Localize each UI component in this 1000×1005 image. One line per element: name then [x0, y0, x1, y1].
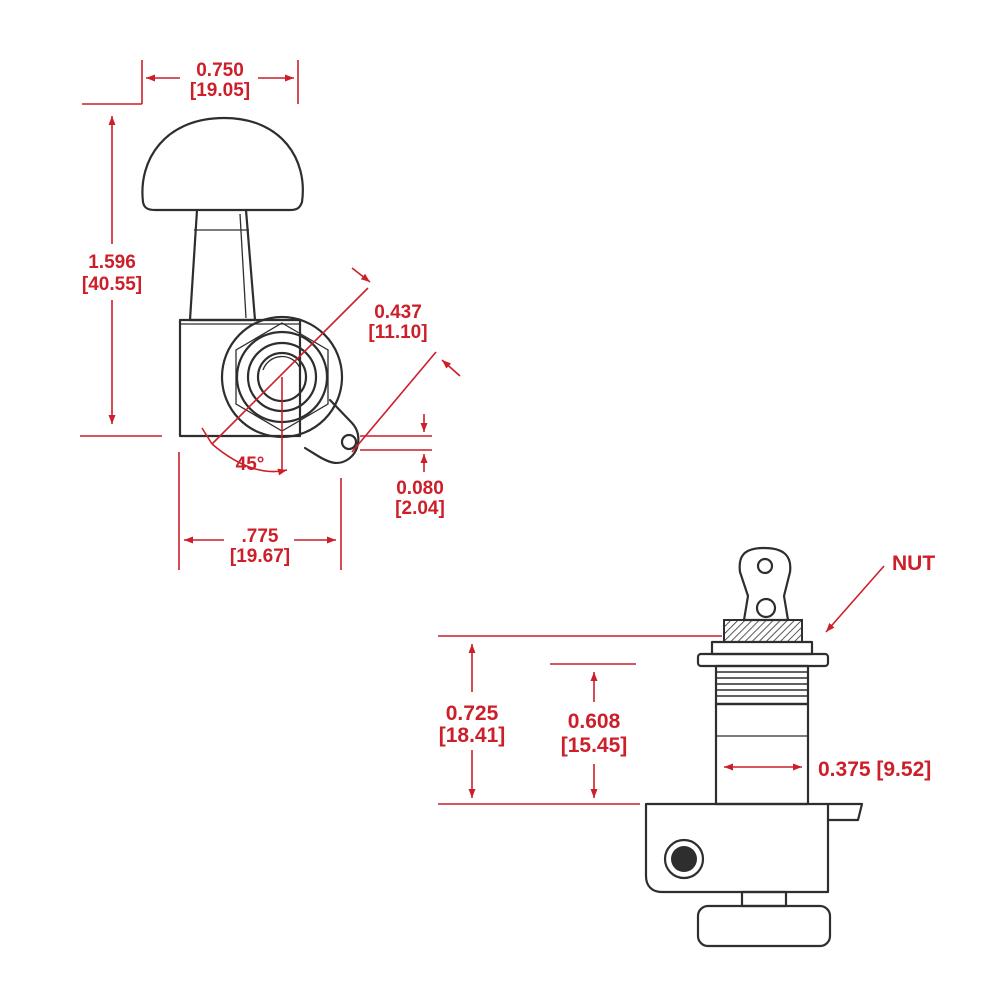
body-width-mm: [19.67] [230, 546, 290, 567]
nut-label: NUT [892, 552, 935, 575]
tuner-housing [178, 318, 302, 438]
washer [710, 640, 814, 656]
mounting-ear [303, 398, 360, 465]
front-button [696, 904, 832, 948]
gear-screw [671, 846, 697, 872]
total-height-mm: [18.41] [439, 724, 506, 747]
overall-height-inch: 1.596 [88, 252, 136, 273]
overall-height-mm: [40.55] [82, 274, 142, 295]
thread-height-mm: [15.45] [561, 734, 628, 757]
tuner-button [141, 116, 304, 212]
button-width-inch: 0.750 [196, 60, 244, 81]
bushing-diameter: 0.375 [9.52] [818, 758, 931, 781]
hatched-nut [723, 619, 803, 643]
front-housing [644, 802, 830, 894]
post-shank [714, 702, 810, 806]
mounting-hole [340, 433, 358, 451]
hole-diameter-mm: [2.04] [395, 498, 445, 519]
front-view-dimensions: NUT 0.725 [18.41] 0.608 [15.45] 0.375 [9… [438, 552, 935, 805]
body-width-inch: .775 [242, 526, 279, 547]
hole-diameter-inch: 0.080 [396, 478, 444, 499]
washer-flange [696, 652, 830, 668]
post-head [738, 546, 792, 622]
button-width-mm: [19.05] [190, 80, 250, 101]
total-height-inch: 0.725 [446, 702, 499, 725]
post-to-hole-inch: 0.437 [374, 302, 422, 323]
post-to-hole-mm: [11.10] [368, 322, 427, 343]
angle-label: 45° [236, 454, 265, 475]
side-view-dimensions: 0.750 [19.05] 1.596 [40.55] 0.437 [11.10… [80, 60, 461, 570]
thread-height-inch: 0.608 [568, 710, 621, 733]
front-view-drawing [644, 546, 864, 948]
side-view-drawing [141, 116, 360, 465]
